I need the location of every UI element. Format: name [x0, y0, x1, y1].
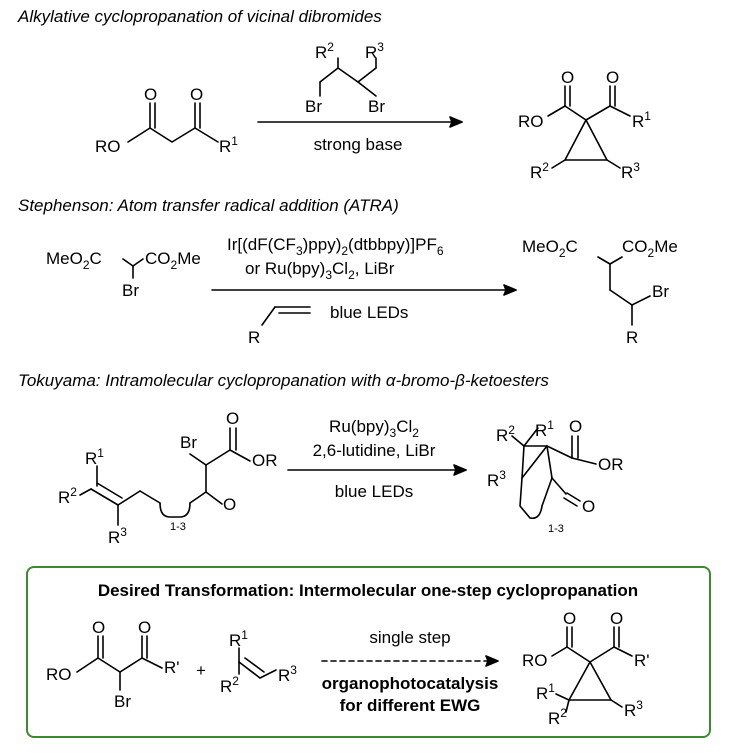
- s2-alkene-r: R: [248, 328, 260, 347]
- s4-arrow-above: single step: [369, 628, 450, 647]
- s2-reagent-line1: Ir[(dF(CF3)ppy)2(dtbbpy)]PF6: [227, 235, 444, 258]
- s4-o-1: O: [92, 618, 105, 637]
- s4-ro: RO: [46, 665, 72, 684]
- s3-reagent-line2: 2,6-lutidine, LiBr: [313, 441, 436, 460]
- s1-p-o-1: O: [561, 68, 574, 87]
- s2-bromomalonate: MeO2C CO2Me Br: [46, 249, 201, 300]
- s3-p-range: 1-3: [548, 523, 564, 535]
- s1-o-1: O: [144, 85, 157, 104]
- s1-r3-top: R3: [365, 40, 384, 62]
- s3-or: OR: [252, 451, 278, 470]
- s4-r2: R2: [220, 674, 239, 696]
- s3-arrow: [287, 464, 467, 476]
- s4-p-r3: R3: [624, 698, 643, 720]
- s1-ketoester: O O RO R1: [95, 85, 238, 156]
- s4-bromoketoester: O O RO R' Br: [46, 618, 180, 711]
- s1-br-2: Br: [368, 97, 385, 116]
- s4-r3: R3: [278, 663, 297, 685]
- section4-title: Desired Transformation: Intermolecular o…: [98, 581, 638, 600]
- s4-alkene: R1 R2 R3: [220, 628, 297, 696]
- s1-r2-top: R2: [315, 40, 334, 62]
- s1-arrow: [257, 116, 463, 128]
- s2-p-r: R: [626, 328, 638, 347]
- s3-r1: R1: [85, 446, 104, 468]
- s3-r2: R2: [58, 485, 77, 507]
- s1-p-r2: R2: [530, 160, 549, 182]
- s1-product: O O RO R1 R2 R3: [518, 68, 651, 182]
- s3-p-o-ketone: O: [582, 497, 595, 516]
- s1-p-ro: RO: [518, 112, 544, 131]
- section1-title: Alkylative cyclopropanation of vicinal d…: [17, 7, 382, 26]
- s2-reagent-below: blue LEDs: [330, 303, 408, 322]
- s4-p-rprime: R': [634, 651, 650, 670]
- s4-product: O O RO R' R1 R2 R3: [522, 609, 650, 728]
- s2-product: MeO2C CO2Me Br R: [522, 237, 678, 347]
- s3-br: Br: [180, 433, 197, 452]
- s3-o-ketone: O: [223, 495, 236, 514]
- s4-p-r2: R2: [548, 706, 567, 728]
- s4-rprime: R': [164, 658, 180, 677]
- s3-reagent-line1: Ru(bpy)3Cl2: [329, 417, 419, 440]
- s2-p-meo2c: MeO2C: [522, 237, 578, 260]
- s1-p-r3: R3: [621, 160, 640, 182]
- s4-p-o-2: O: [610, 609, 623, 628]
- s2-meo2c: MeO2C: [46, 249, 102, 272]
- s1-p-o-2: O: [606, 68, 619, 87]
- s1-p-r1: R1: [632, 109, 651, 131]
- s4-arrow-below-1: organophotocatalysis: [322, 674, 499, 693]
- s4-p-o-1: O: [563, 609, 576, 628]
- s2-reagent-line2: or Ru(bpy)3Cl2, LiBr: [245, 259, 395, 282]
- s3-r3: R3: [108, 525, 127, 547]
- s2-alkene: R: [248, 306, 311, 347]
- s4-br: Br: [114, 692, 131, 711]
- s3-product: O OR O 1-3 R2 R1 R3: [487, 417, 624, 535]
- s3-o-ester: O: [226, 409, 239, 428]
- s2-br: Br: [122, 281, 139, 300]
- s3-p-r1: R1: [535, 418, 554, 440]
- s4-r1: R1: [229, 628, 248, 650]
- s3-range: 1-3: [170, 521, 186, 533]
- s2-p-br: Br: [652, 282, 669, 301]
- s4-plus: +: [196, 661, 206, 680]
- desired-box: [26, 566, 711, 738]
- s1-br-1: Br: [305, 97, 322, 116]
- section3-title: Tokuyama: Intramolecular cyclopropanatio…: [18, 371, 549, 390]
- s2-co2me: CO2Me: [145, 249, 201, 272]
- s3-substrate: O OR Br O 1-3 R1 R2 R3: [58, 409, 278, 547]
- section2-title: Stephenson: Atom transfer radical additi…: [18, 196, 399, 215]
- s3-reagent-below: blue LEDs: [335, 482, 413, 501]
- s1-o-2: O: [190, 85, 203, 104]
- s4-arrow-dashed: [321, 655, 499, 667]
- s4-p-r1: R1: [536, 681, 555, 703]
- s3-p-or: OR: [598, 455, 624, 474]
- s2-p-co2me: CO2Me: [622, 237, 678, 260]
- s3-p-o-ester: O: [569, 417, 582, 436]
- s1-reagent: strong base: [314, 135, 403, 154]
- s1-ro: RO: [95, 137, 121, 156]
- s3-p-r2: R2: [496, 423, 515, 445]
- s4-o-2: O: [138, 618, 151, 637]
- s2-arrow: [211, 284, 517, 296]
- s1-dibromide: R2 R3 Br Br: [305, 40, 385, 116]
- s4-arrow-below-2: for different EWG: [340, 696, 481, 715]
- s4-p-ro: RO: [522, 651, 548, 670]
- s1-r1: R1: [219, 134, 238, 156]
- s3-p-r3: R3: [487, 468, 506, 490]
